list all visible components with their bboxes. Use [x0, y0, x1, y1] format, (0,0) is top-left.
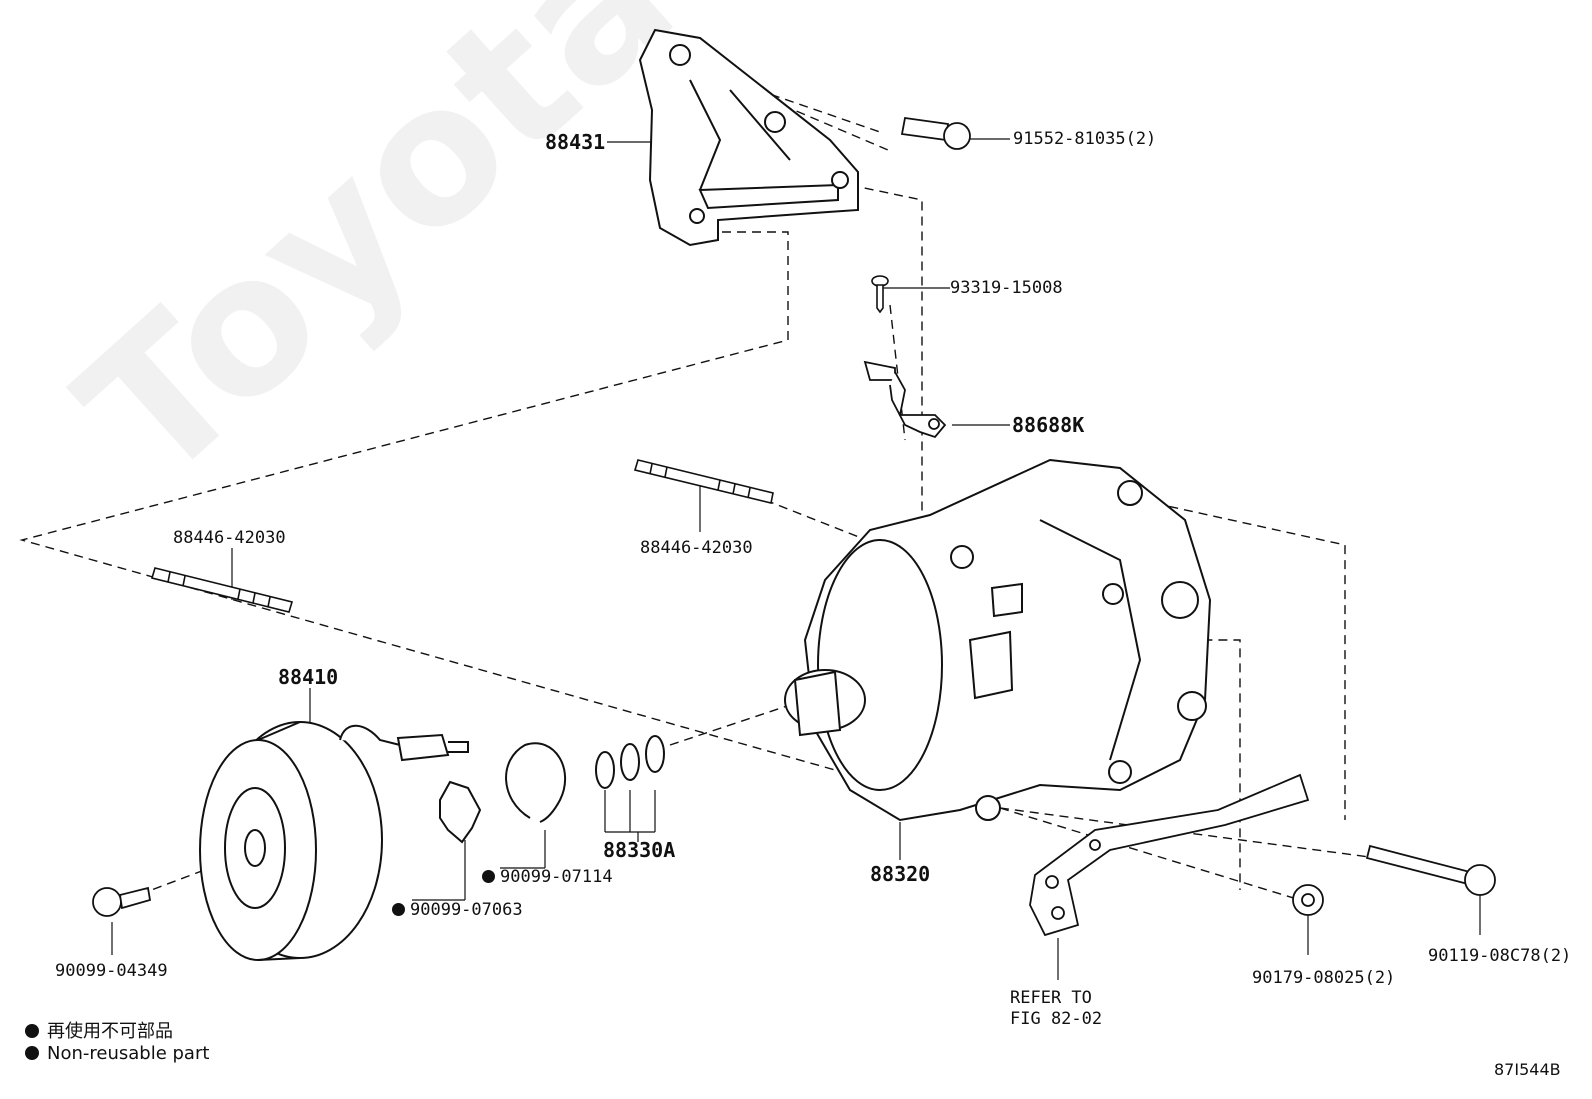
screw-93319-drawing — [871, 275, 889, 314]
part-label-88410: 88410 — [278, 665, 339, 689]
part-label-88688k: 88688K — [1012, 413, 1085, 437]
refer-line-2: FIG 82-02 — [1010, 1009, 1103, 1029]
part-label-91552-81035: 91552-81035(2) — [1013, 129, 1157, 149]
part-label-90119-08c78: 90119-08C78(2) — [1428, 946, 1572, 966]
bracket-88688k-drawing — [863, 360, 947, 439]
non-reusable-dot-icon — [482, 870, 495, 883]
part-label-88446-42030-left: 88446-42030 — [173, 528, 286, 548]
part-label-88446-42030-mid: 88446-42030 — [640, 538, 753, 558]
bolt-90119-drawing — [1365, 844, 1496, 896]
stud-88446-mid-drawing — [633, 459, 774, 504]
part-label-88330a: 88330A — [603, 838, 676, 862]
snap-ring-drawing — [439, 742, 566, 844]
figure-id: 87I544B — [1494, 1060, 1561, 1079]
non-reusable-dot-icon — [392, 903, 405, 916]
refer-line-1: REFER TO — [1010, 988, 1092, 1008]
stud-88446-left-drawing — [150, 567, 294, 613]
part-label-90179-08025: 90179-08025(2) — [1252, 968, 1396, 988]
part-label-90099-07063: 90099-07063 — [392, 902, 523, 919]
legend-dot-icon — [25, 1046, 39, 1060]
part-label-93319-15008: 93319-15008 — [950, 278, 1063, 298]
legend-chinese: 再使用不可部品 — [25, 1017, 173, 1043]
bolt-90099-04349-drawing — [92, 886, 152, 917]
nut-90179-drawing — [1292, 884, 1324, 916]
part-label-88431: 88431 — [545, 130, 606, 154]
part-label-88320: 88320 — [870, 862, 931, 886]
leader-lines — [111, 138, 1481, 980]
bracket-refer-drawing — [1029, 773, 1310, 937]
part-label-90099-07114: 90099-07114 — [482, 869, 613, 886]
refer-note: REFER TO FIG 82-02 — [1010, 988, 1102, 1030]
compressor-88320-drawing — [784, 458, 1212, 822]
bracket-88431-drawing — [638, 28, 859, 247]
bolt-91552-drawing — [900, 116, 971, 150]
legend-dot-icon — [25, 1024, 39, 1038]
part-label-90099-04349: 90099-04349 — [55, 961, 168, 981]
clutch-88410-drawing — [199, 721, 469, 961]
shims-88330a-drawing — [595, 735, 665, 789]
legend-english: Non-reusable part — [25, 1043, 209, 1064]
